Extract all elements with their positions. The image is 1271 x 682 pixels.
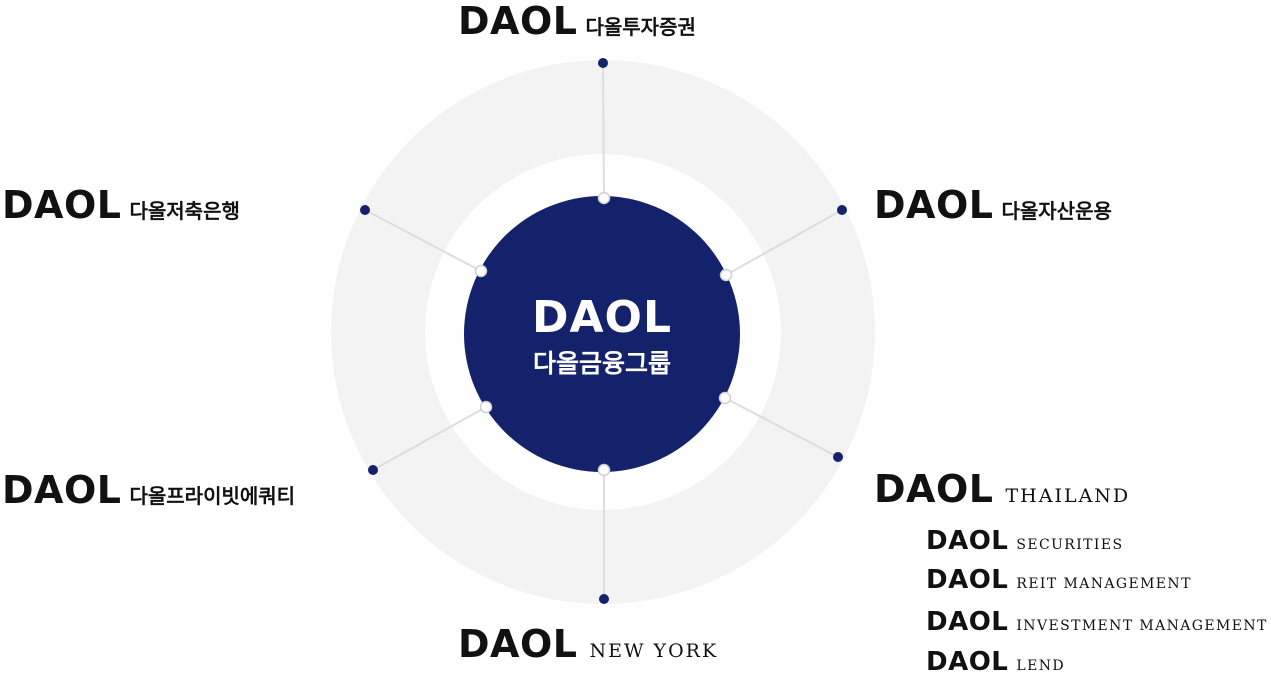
center-brand: DAOL (531, 292, 673, 343)
affiliate-name: NEW YORK (589, 640, 719, 662)
connector-line-lower-right (724, 397, 839, 458)
outer-node-bottom (599, 594, 609, 604)
inner-node-lower-left (479, 400, 493, 414)
affiliate-name: 다올저축은행 (129, 199, 240, 223)
connector-line-lower-left (372, 406, 487, 471)
inner-nodes (474, 191, 733, 477)
affiliate-name: THAILAND (1005, 485, 1131, 507)
brand-logo: DAOL (926, 565, 1009, 595)
brand-logo: DAOL (458, 622, 578, 666)
outer-nodes (360, 58, 847, 604)
affiliate-bottom: DAOL NEW YORK (458, 622, 718, 666)
subsidiary-name: INVESTMENT MANAGEMENT (1016, 618, 1268, 634)
inner-node-lower-right (718, 391, 732, 405)
brand-logo: DAOL (926, 647, 1009, 677)
inner-node-upper-right (719, 268, 733, 282)
subsidiary-name: REIT MANAGEMENT (1016, 576, 1192, 592)
inner-node-bottom (597, 463, 611, 477)
brand-logo: DAOL (926, 526, 1009, 556)
brand-logo: DAOL (458, 0, 578, 43)
subsidiary-reit-management: DAOL REIT MANAGEMENT (926, 565, 1192, 595)
subsidiary-name: LEND (1016, 658, 1065, 674)
subsidiary-securities: DAOL SECURITIES (926, 526, 1123, 556)
brand-logo: DAOL (2, 183, 122, 227)
affiliate-lower-left: DAOL 다올프라이빗에쿼티 (2, 468, 295, 512)
center-circle (464, 196, 740, 472)
inner-node-upper-left (474, 264, 488, 278)
affiliate-upper-left: DAOL 다올저축은행 (2, 183, 240, 227)
brand-logo: DAOL (874, 467, 994, 511)
subsidiary-name: SECURITIES (1016, 537, 1124, 553)
subsidiary-investment-management: DAOL INVESTMENT MANAGEMENT (926, 607, 1268, 637)
connector-line-top (602, 62, 605, 199)
affiliate-lower-right: DAOL THAILAND (874, 467, 1130, 511)
center-group-name: 다올금융그룹 (532, 349, 671, 378)
connector-line-upper-left (364, 209, 482, 272)
brand-logo: DAOL (2, 468, 122, 512)
outer-node-top (598, 58, 608, 68)
brand-logo: DAOL (926, 607, 1009, 637)
affiliate-upper-right: DAOL 다올자산운용 (874, 183, 1112, 227)
connector-line-upper-right (725, 209, 843, 276)
outer-node-lower-left (368, 465, 378, 475)
affiliate-name: 다올투자증권 (585, 15, 696, 39)
outer-node-upper-right (837, 205, 847, 215)
affiliate-name: 다올자산운용 (1001, 199, 1112, 223)
outer-node-upper-left (360, 205, 370, 215)
affiliate-name: 다올프라이빗에쿼티 (129, 484, 296, 508)
connector-lines (364, 62, 843, 599)
brand-logo: DAOL (874, 183, 994, 227)
subsidiary-lend: DAOL LEND (926, 647, 1065, 677)
inner-node-top (597, 191, 611, 205)
affiliate-top: DAOL 다올투자증권 (458, 0, 696, 43)
outer-node-lower-right (833, 452, 843, 462)
